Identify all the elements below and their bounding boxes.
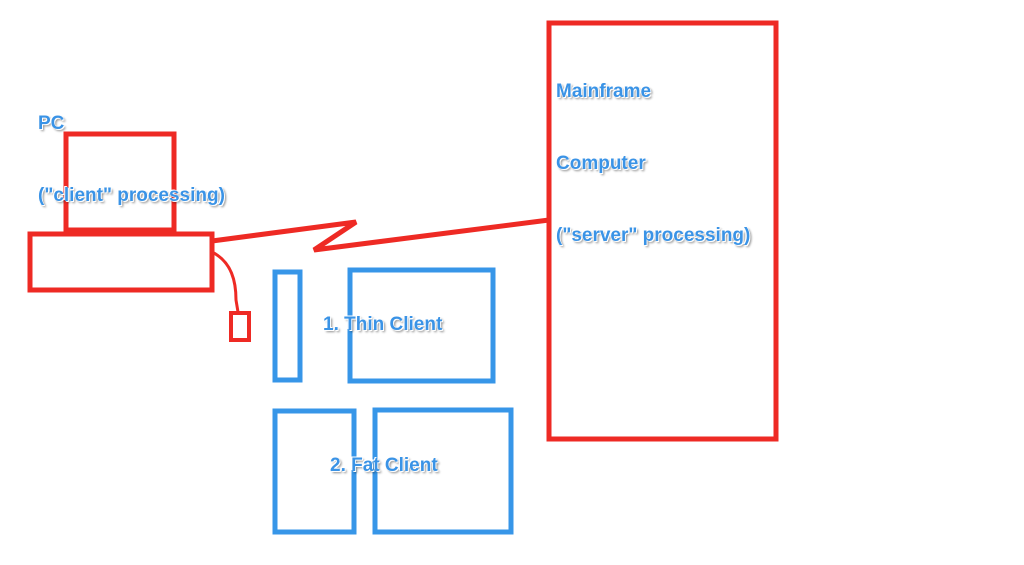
pc-label-line2: ("client" processing) — [38, 185, 225, 206]
fat-client-label: 2. Fat Client — [330, 455, 438, 476]
mainframe-label-line1: Mainframe — [556, 81, 652, 102]
thin-client-wide-box — [347, 267, 496, 384]
thin-client-label: 1. Thin Client — [323, 314, 443, 335]
thin-client-narrow-box — [272, 269, 303, 383]
pc-monitor — [63, 131, 177, 233]
mouse-cable — [211, 250, 240, 313]
pc-label: PC ("client" processing) — [38, 64, 225, 232]
mainframe-box — [546, 20, 779, 442]
pc-base — [27, 231, 215, 293]
mainframe-label-line2: Computer — [556, 153, 646, 174]
fat-client-left-box — [272, 408, 357, 535]
fat-client-right-box — [372, 407, 514, 535]
network-link — [211, 217, 550, 253]
mouse — [229, 311, 251, 342]
mainframe-label-line3: ("server" processing) — [556, 225, 751, 246]
mainframe-label: Mainframe Computer ("server" processing) — [556, 32, 750, 272]
pc-label-line1: PC — [38, 113, 65, 134]
